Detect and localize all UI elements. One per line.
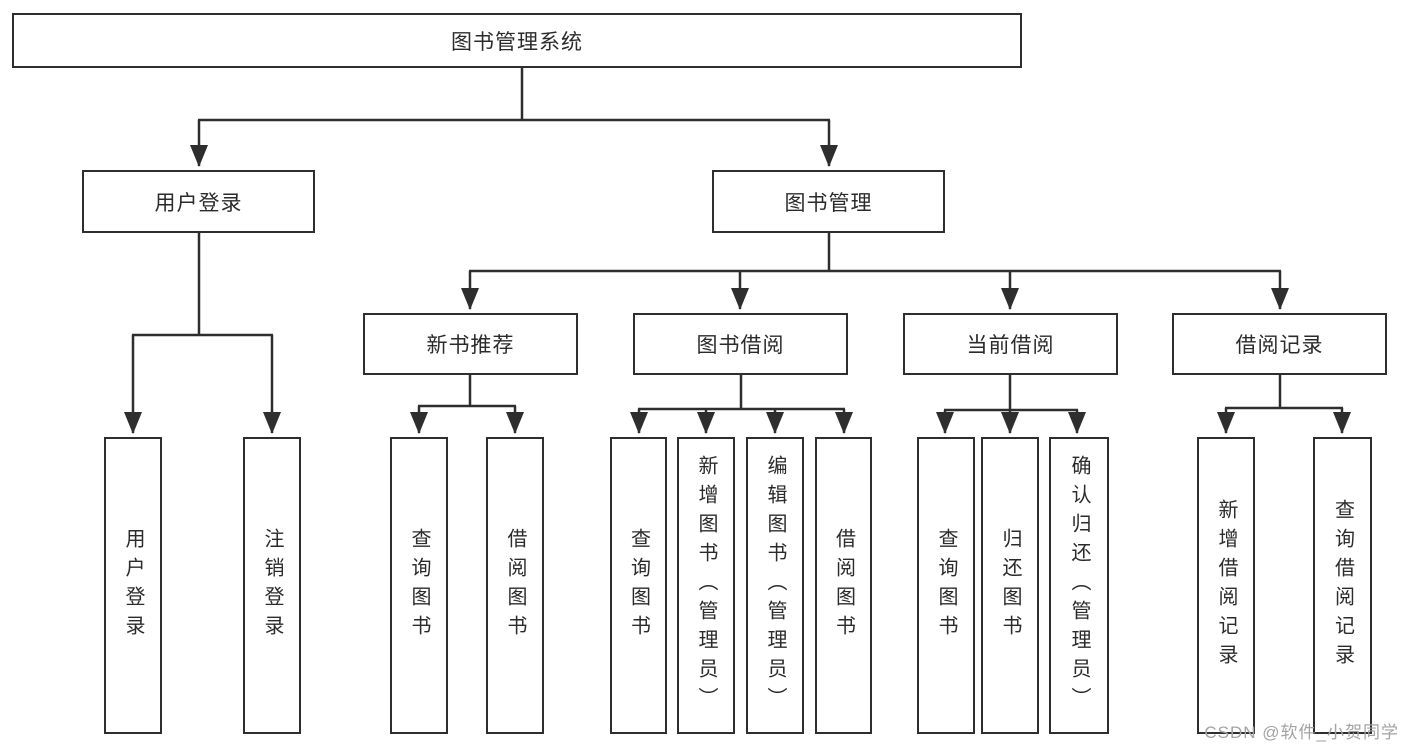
- leaf-query-books-newrec: 查询图书: [390, 437, 448, 734]
- leaf-add-borrow-record: 新增借阅记录: [1197, 437, 1255, 734]
- node-book-management: 图书管理: [712, 170, 945, 233]
- leaf-user-login: 用户登录: [104, 437, 162, 734]
- leaf-edit-books-admin: 编辑图书（管理员）: [746, 437, 804, 734]
- node-label: 查询图书: [408, 527, 430, 644]
- node-label: 当前借阅: [966, 334, 1055, 357]
- leaf-query-books-borrow: 查询图书: [610, 437, 667, 734]
- node-label: 查询图书: [935, 527, 957, 644]
- node-label: 借阅记录: [1235, 334, 1324, 357]
- node-library-management-system: 图书管理系统: [12, 13, 1022, 68]
- node-label: 新书推荐: [426, 334, 515, 357]
- connectors-current-to-leaves: [936, 375, 1086, 434]
- connectors-userlogin-to-leaves: [124, 233, 281, 434]
- leaf-logout: 注销登录: [243, 437, 301, 734]
- node-borrowing-records: 借阅记录: [1172, 313, 1387, 375]
- node-label: 编辑图书（管理员）: [764, 455, 786, 716]
- node-label: 查询图书: [627, 527, 650, 644]
- leaf-borrow-books-newrec: 借阅图书: [486, 437, 544, 734]
- csdn-watermark: CSDN @软件_小贺同学: [1204, 723, 1399, 742]
- node-new-book-recommendation: 新书推荐: [363, 313, 578, 375]
- connectors-newbook-to-leaves: [410, 375, 524, 434]
- leaf-query-borrow-record: 查询借阅记录: [1313, 437, 1372, 734]
- node-label: 查询借阅记录: [1331, 498, 1354, 673]
- node-label: 图书管理: [784, 191, 873, 215]
- connectors-borrow-to-leaves: [630, 375, 853, 434]
- leaf-add-books-admin: 新增图书（管理员）: [677, 437, 735, 734]
- node-label: 新增图书（管理员）: [695, 455, 717, 716]
- leaf-return-books: 归还图书: [981, 437, 1039, 734]
- node-book-borrowing: 图书借阅: [633, 313, 848, 375]
- node-label: 借阅图书: [504, 527, 526, 644]
- leaf-confirm-return-admin: 确认归还（管理员）: [1049, 437, 1109, 734]
- connectors-root-to-level2: [190, 68, 838, 167]
- node-user-login: 用户登录: [82, 170, 315, 233]
- connectors-bookmgmt-to-level3: [461, 233, 1289, 310]
- leaf-borrow-books: 借阅图书: [815, 437, 872, 734]
- node-current-borrowing: 当前借阅: [903, 313, 1118, 375]
- connectors-records-to-leaves: [1217, 375, 1351, 434]
- node-label: 借阅图书: [832, 527, 855, 644]
- node-label: 图书管理系统: [451, 30, 583, 54]
- node-label: 图书借阅: [696, 334, 785, 357]
- node-label: 新增借阅记录: [1215, 498, 1237, 673]
- leaf-query-books-current: 查询图书: [917, 437, 975, 734]
- node-label: 确认归还（管理员）: [1068, 455, 1090, 716]
- node-label: 用户登录: [122, 527, 144, 644]
- node-label: 注销登录: [261, 527, 283, 644]
- node-label: 用户登录: [154, 191, 243, 215]
- node-label: 归还图书: [999, 527, 1021, 644]
